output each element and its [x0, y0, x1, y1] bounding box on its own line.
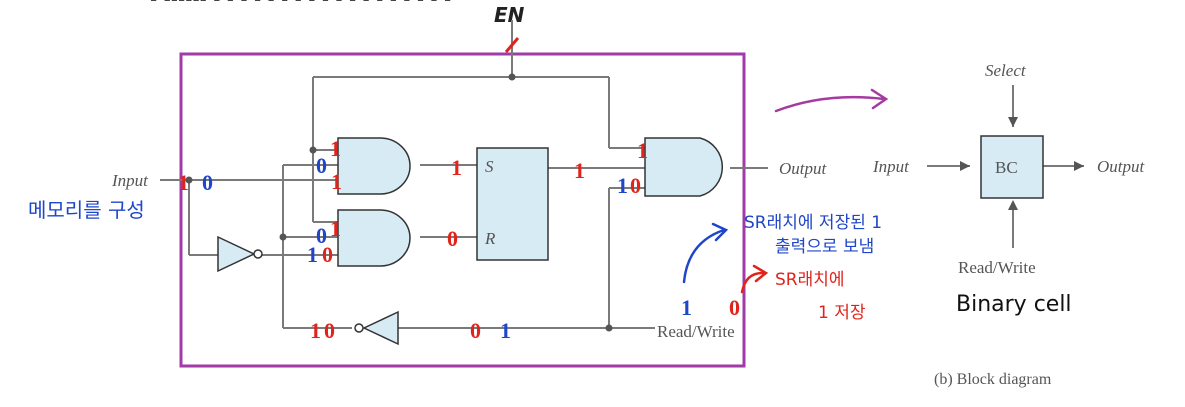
sr-latch-r-label: R [484, 229, 496, 248]
mark-and2-c: 1 [307, 242, 318, 267]
mark-and2-a: 1 [330, 216, 341, 241]
mark-out-a: 1 [637, 138, 648, 163]
mark-out-c: 0 [630, 173, 641, 198]
mark-out-b: 1 [617, 173, 628, 198]
binary-cell-note: Binary cell [956, 292, 1072, 317]
sr-output-note-line1: SR래치에 저장된 1 [744, 213, 882, 233]
mark-and2-d: 0 [322, 242, 333, 267]
wire-junctions [185, 73, 613, 332]
mark-rw-1: 1 [500, 318, 511, 343]
and-gate-top [337, 137, 411, 195]
mark-rw-0: 0 [470, 318, 481, 343]
mark-and1-b: 0 [316, 153, 327, 178]
inverter-input [217, 235, 263, 273]
memory-note: 메모리를 구성 [28, 198, 145, 222]
wire-arrowheads [960, 117, 1084, 210]
sr-store-note-line2: 1 저장 [818, 303, 866, 323]
mark-inv-0: 0 [324, 318, 335, 343]
sr-store-note-line1: SR래치에 [775, 270, 845, 290]
bc-label: BC [995, 158, 1018, 177]
top-cropped-text: - ------ - - - - - - - - - - - - - - - -… [150, 0, 451, 11]
en-slash-mark [504, 37, 520, 53]
mark-red-0: 0 [729, 295, 740, 320]
mark-and1-c: 1 [331, 169, 342, 194]
block-select-label: Select [985, 61, 1027, 80]
mark-s: 1 [451, 155, 462, 180]
block-input-label: Input [872, 157, 910, 176]
bc-block [980, 135, 1044, 199]
mark-inv-1: 1 [310, 318, 321, 343]
inverter-readwrite [354, 310, 399, 346]
block-readwrite-label: Read/Write [958, 258, 1036, 277]
sr-latch-s-label: S [485, 157, 494, 176]
circuit-frame [179, 52, 746, 368]
en-label: EN [494, 3, 525, 27]
mark-blue-1: 1 [681, 295, 692, 320]
purple-arrow [774, 88, 889, 113]
mark-r: 0 [447, 226, 458, 251]
sr-output-note-line2: 출력으로 보냄 [775, 237, 874, 257]
logic-level-marks: 1 0 1 0 1 1 0 1 0 1 0 1 1 1 0 1 0 0 1 1 … [178, 136, 740, 343]
circuit-readwrite-label: Read/Write [657, 322, 735, 341]
blue-curve-arrow [682, 222, 729, 284]
mark-q: 1 [574, 158, 585, 183]
mark-and1-a: 1 [330, 136, 341, 161]
circuit-input-label: Input [111, 171, 149, 190]
block-caption: (b) Block diagram [934, 371, 1052, 388]
mark-input-1: 1 [178, 170, 189, 195]
block-output-label: Output [1097, 157, 1146, 176]
sr-latch-box [476, 147, 549, 261]
and-gate-bottom [337, 209, 411, 267]
and-gate-output [644, 137, 724, 197]
circuit-output-label: Output [779, 159, 828, 178]
red-curve-arrow [740, 264, 769, 294]
mark-input-0: 0 [202, 170, 213, 195]
mark-and2-b: 0 [316, 223, 327, 248]
